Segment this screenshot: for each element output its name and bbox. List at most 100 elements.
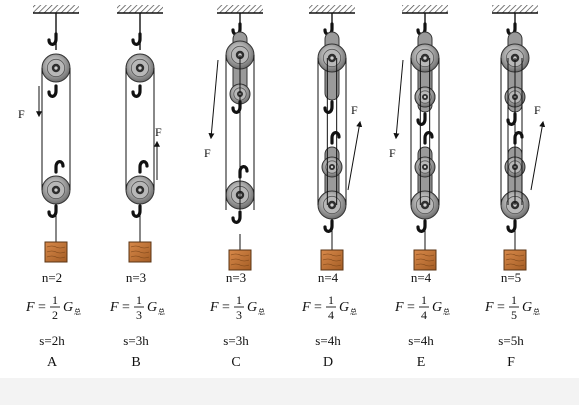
- ceiling-hatch: [33, 5, 79, 13]
- wheel-axle: [138, 66, 142, 70]
- pulley-wheel: [125, 175, 155, 205]
- wheel-axle: [423, 165, 427, 169]
- pulley-wheel: [317, 43, 347, 73]
- weight-block: [320, 249, 344, 271]
- force-label: F: [204, 146, 211, 160]
- pulley-wheel: [414, 156, 436, 178]
- formula-lhs: F: [301, 300, 311, 315]
- weight-block: [503, 249, 527, 271]
- pulley-wheel: [410, 43, 440, 73]
- hook-icon: [47, 84, 58, 98]
- hook-icon: [416, 112, 427, 126]
- wheel-axle: [330, 165, 334, 169]
- formula-lhs: F: [209, 300, 219, 315]
- formula-numerator: 1: [511, 293, 517, 307]
- formula-equals: =: [314, 300, 322, 315]
- weight-block: [228, 249, 252, 271]
- ceiling-hatch: [117, 5, 163, 13]
- formula-numerator: 1: [421, 293, 427, 307]
- wood-grain: [46, 250, 66, 254]
- wood-grain: [505, 253, 525, 257]
- ceiling-hatch: [217, 5, 263, 13]
- wood-grain: [505, 263, 525, 267]
- s-label: s=3h: [123, 333, 149, 348]
- wood-grain: [322, 258, 342, 262]
- formula-g-subscript: 总: [533, 307, 540, 316]
- system-letter: F: [507, 355, 515, 370]
- ceiling-hatch: [309, 5, 355, 13]
- formula-g: G: [432, 300, 442, 315]
- n-label: n=3: [126, 270, 146, 285]
- wood-grain: [415, 253, 435, 257]
- ceiling: [492, 5, 538, 14]
- n-label: n=5: [501, 270, 521, 285]
- s-label: s=2h: [39, 333, 65, 348]
- force-label: F: [534, 103, 541, 117]
- force-arrow: [208, 59, 219, 140]
- force-arrow: [530, 120, 546, 191]
- pulley-wheel: [410, 190, 440, 220]
- formula-g-subscript: 总: [74, 307, 81, 316]
- wheel-axle: [423, 56, 427, 60]
- weight-block: [44, 241, 68, 263]
- formula-g: G: [247, 300, 257, 315]
- formula-lhs: F: [109, 300, 119, 315]
- system-letter: B: [131, 355, 140, 370]
- formula-denominator: 5: [511, 308, 517, 322]
- hook-icon: [416, 219, 427, 233]
- hook-icon: [423, 131, 434, 145]
- formula-denominator: 3: [236, 308, 242, 322]
- hook-icon: [131, 84, 142, 98]
- n-label: n=4: [318, 270, 339, 285]
- wheel-axle: [423, 95, 427, 99]
- wood-grain: [230, 263, 250, 267]
- hook-icon: [47, 32, 58, 46]
- bottom-bar: [0, 378, 579, 405]
- pulley-wheel: [125, 53, 155, 83]
- pulley-wheel: [225, 40, 255, 70]
- wood-grain: [230, 253, 250, 257]
- formula-g-subscript: 总: [258, 307, 265, 316]
- formula-g-subscript: 总: [158, 307, 165, 316]
- formula-equals: =: [122, 300, 130, 315]
- formula-g: G: [63, 300, 73, 315]
- formula-numerator: 1: [52, 293, 58, 307]
- formula-numerator: 1: [136, 293, 142, 307]
- ceiling: [117, 5, 163, 14]
- formula-denominator: 4: [328, 308, 334, 322]
- ceiling: [33, 5, 79, 14]
- system-letter: C: [231, 355, 240, 370]
- formula-numerator: 1: [236, 293, 242, 307]
- pulley-wheel: [321, 156, 343, 178]
- formula-numerator: 1: [328, 293, 334, 307]
- wheel-axle: [330, 203, 334, 207]
- formula-equals: =: [407, 300, 415, 315]
- wheel-axle: [54, 188, 58, 192]
- force-arrow: [347, 120, 363, 191]
- hook-icon: [323, 219, 334, 233]
- n-label: n=3: [226, 270, 246, 285]
- wood-grain: [230, 258, 250, 262]
- pulley-wheel: [414, 86, 436, 108]
- formula-equals: =: [38, 300, 46, 315]
- hook-icon: [47, 204, 58, 218]
- formula-lhs: F: [25, 300, 35, 315]
- ceiling: [309, 5, 355, 14]
- force-label: F: [155, 125, 162, 139]
- formula-g: G: [339, 300, 349, 315]
- system-letter: E: [417, 355, 426, 370]
- wheel-axle: [330, 56, 334, 60]
- wood-grain: [322, 253, 342, 257]
- weight-block: [413, 249, 437, 271]
